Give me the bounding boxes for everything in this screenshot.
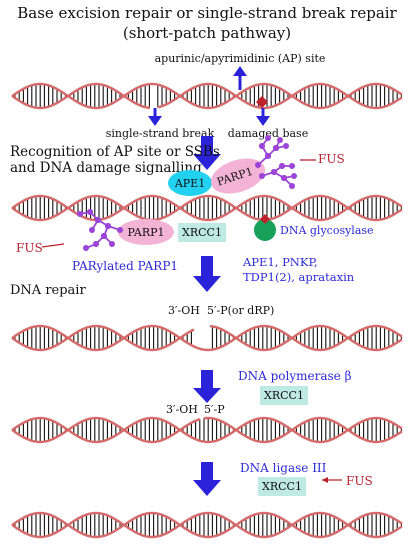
fus-lower-arrow: [41, 243, 65, 248]
adp-ribose-bead: [273, 145, 279, 151]
adp-ribose-bead: [95, 217, 101, 223]
adp-ribose-bead: [279, 163, 285, 169]
ligase-label: DNA ligase III: [240, 461, 327, 475]
ap-site-label: apurinic/apyrimidinic (AP) site: [155, 52, 326, 65]
fus-ligase-label: FUS: [346, 474, 373, 488]
adp-ribose-bead: [105, 223, 111, 229]
adp-ribose-bead: [109, 241, 115, 247]
adp-ribose-bead: [277, 137, 283, 143]
fus-lower-label: FUS: [16, 241, 43, 255]
xrcc1-box-1: [178, 223, 226, 242]
dna-strand: [11, 82, 403, 110]
parp1-upper-protein: [210, 158, 266, 194]
title-line1: Base excision repair or single-strand br…: [17, 4, 397, 22]
fus-upper-label: FUS: [318, 152, 345, 166]
fus-ligase-arrowhead: [322, 477, 328, 483]
adp-ribose-bead: [289, 183, 295, 189]
adp-ribose-bead: [259, 173, 265, 179]
dna-strand: [11, 324, 403, 352]
step1-enzymes-line2: TDP1(2), aprataxin: [243, 270, 355, 284]
dna-strand: [11, 511, 403, 539]
dna-strand: [11, 194, 403, 222]
adp-ribose-bead: [265, 135, 271, 141]
ape1-protein: [168, 170, 212, 196]
dna-helix-nicked: [11, 416, 403, 444]
parp1-lower-protein: [118, 219, 174, 245]
par-chain-upper: [255, 135, 297, 189]
oh3-label-2: 3′-OH: [166, 403, 198, 416]
adp-ribose-bead: [283, 143, 289, 149]
glycosylase-label: DNA glycosylase: [280, 224, 374, 237]
adp-ribose-bead: [289, 163, 295, 169]
xrcc1-label-1: XRCC1: [182, 226, 222, 239]
xrcc1-label-3: XRCC1: [262, 480, 302, 493]
title-line2: (short-patch pathway): [123, 24, 291, 42]
oh3-label-1: 3′-OH: [168, 304, 200, 317]
ssb-label: single-strand break: [106, 127, 215, 140]
dna-helix-repaired: [11, 511, 403, 539]
adp-ribose-bead: [101, 233, 107, 239]
dna-glycosylase-protein: [254, 219, 276, 241]
damaged-base-marker: [256, 96, 268, 108]
adp-ribose-bead: [255, 162, 261, 168]
ape1-label: APE1: [174, 177, 205, 190]
adp-ribose-bead: [87, 209, 93, 215]
adp-ribose-bead: [89, 227, 95, 233]
adp-ribose-bead: [265, 153, 271, 159]
damaged-base-marker-2: [260, 214, 270, 224]
recognition-line2: and DNA damage signalling: [10, 160, 202, 176]
recognition-line1: Recognition of AP site or SSBs: [10, 144, 220, 160]
dna-strand: [11, 194, 403, 222]
step-arrow-3: [193, 370, 221, 403]
damaged-base-label: damaged base: [228, 127, 308, 140]
p5-label: 5′-P: [204, 403, 225, 416]
adp-ribose-bead: [93, 241, 99, 247]
dna-strand: [11, 82, 403, 110]
adp-ribose-bead: [281, 175, 287, 181]
adp-ribose-bead: [77, 211, 83, 217]
step1-enzymes-line1: APE1, PNKP,: [242, 255, 318, 269]
ap-site-arrow: [233, 66, 247, 90]
xrcc1-label-2: XRCC1: [264, 389, 304, 402]
dna-repair-label: DNA repair: [10, 283, 86, 298]
parp1-lower-label: PARP1: [127, 226, 164, 239]
adp-ribose-bead: [83, 245, 89, 251]
p5-drp-label: 5′-P(or dRP): [207, 304, 274, 317]
polymerase-label: DNA polymerase β: [238, 369, 352, 383]
adp-ribose-bead: [291, 173, 297, 179]
damaged-base-arrow: [256, 108, 270, 126]
xrcc1-box-3: [258, 477, 306, 496]
dna-helix-damaged: [11, 82, 403, 110]
step-arrow-4: [193, 462, 221, 496]
step-arrow-1: [193, 136, 221, 170]
parylated-parp1-label: PARylated PARP1: [72, 259, 178, 273]
step-arrow-2: [193, 256, 221, 292]
dna-strand: [11, 324, 403, 352]
adp-ribose-bead: [271, 169, 277, 175]
ssb-arrow: [148, 108, 162, 126]
dna-helix-recognition: [11, 194, 403, 222]
adp-ribose-bead: [259, 143, 265, 149]
xrcc1-box-2: [260, 386, 308, 405]
par-chain-lower: [77, 209, 123, 251]
dna-helix-gapped: [11, 324, 403, 352]
dna-strand: [11, 416, 403, 444]
adp-ribose-bead: [117, 227, 123, 233]
dna-strand: [11, 511, 403, 539]
dna-strand: [11, 416, 403, 444]
